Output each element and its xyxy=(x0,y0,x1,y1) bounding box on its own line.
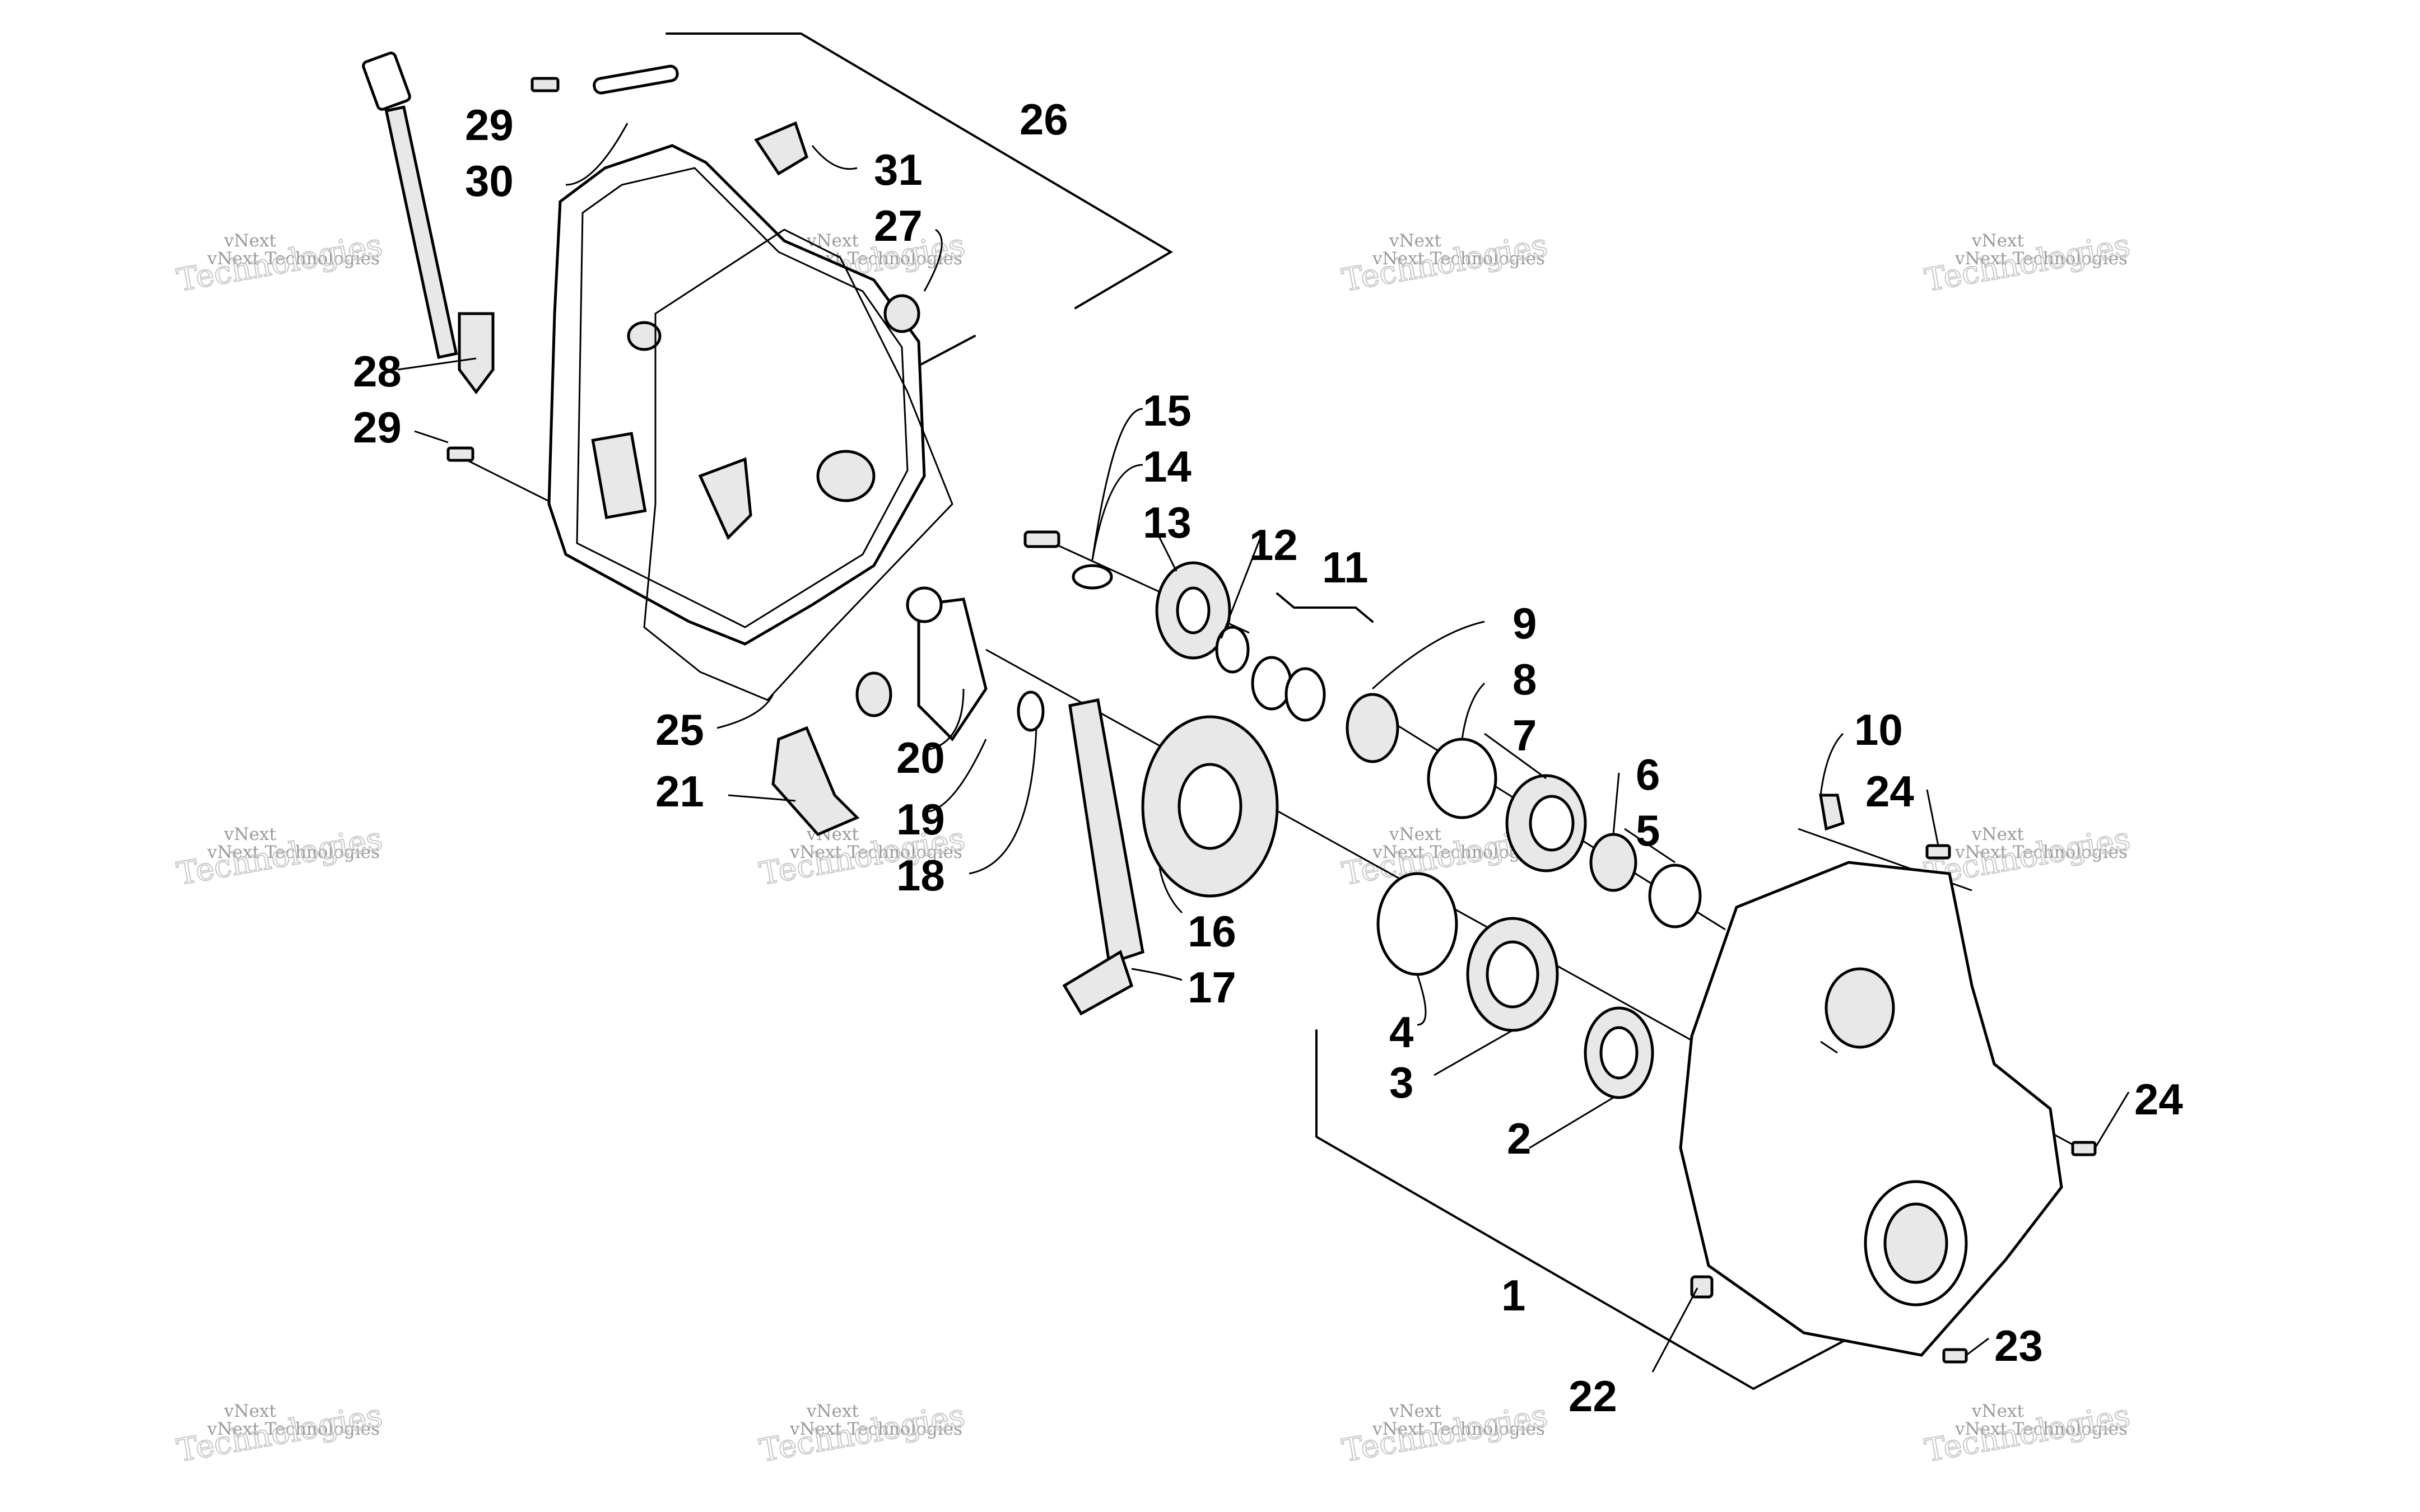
callout-6: 6 xyxy=(1636,750,1660,799)
callout-20: 20 xyxy=(896,733,945,782)
tensioner-parts xyxy=(771,586,1045,837)
watermark: vNext vNext Technologies Technologies xyxy=(174,226,385,299)
callout-9: 9 xyxy=(1513,599,1537,648)
callout-25: 25 xyxy=(655,705,704,754)
callout-23: 23 xyxy=(1994,1321,2043,1370)
svg-text:vNext: vNext xyxy=(224,231,276,251)
callout-13: 13 xyxy=(1143,498,1192,547)
callout-16: 16 xyxy=(1188,907,1236,956)
callout-15: 15 xyxy=(1143,386,1192,435)
svg-text:vNext Technologies: vNext Technologies xyxy=(207,1419,380,1439)
svg-text:Technologies: Technologies xyxy=(174,1397,385,1469)
svg-text:Technologies: Technologies xyxy=(174,820,385,892)
callout-28: 28 xyxy=(353,347,402,396)
cover-gasket xyxy=(643,228,953,701)
svg-text:Technologies: Technologies xyxy=(1922,820,2133,892)
callout-1: 1 xyxy=(1501,1271,1525,1320)
callout-26: 26 xyxy=(1020,95,1068,144)
callout-18: 18 xyxy=(896,851,945,900)
callout-24: 24 xyxy=(1865,767,1914,816)
watermark: vNext vNext Technologies Technologies xyxy=(174,820,385,893)
callout-10: 10 xyxy=(1854,705,1903,754)
callout-30: 30 xyxy=(465,156,514,206)
svg-text:vNext: vNext xyxy=(1389,824,1441,844)
svg-text:vNext: vNext xyxy=(1389,231,1441,251)
watermark: vNext vNext Technologies Technologies xyxy=(174,1397,385,1469)
callout-8: 8 xyxy=(1513,655,1537,704)
callout-17: 17 xyxy=(1188,963,1236,1012)
svg-text:vNext: vNext xyxy=(1971,824,2024,844)
small-hardware xyxy=(446,64,920,462)
leader-lines xyxy=(397,123,2130,1373)
watermark: vNext vNext Technologies Technologies xyxy=(1921,1397,2133,1469)
svg-text:vNext: vNext xyxy=(224,1401,276,1421)
svg-text:vNext: vNext xyxy=(1971,231,2024,251)
svg-text:Technologies: Technologies xyxy=(1922,227,2133,298)
callout-11: 11 xyxy=(1322,543,1368,592)
chaincase-housing xyxy=(1679,794,2097,1364)
svg-text:vNext Technologies: vNext Technologies xyxy=(1372,249,1545,269)
svg-text:Technologies: Technologies xyxy=(1339,227,1550,298)
bearings-seals xyxy=(1376,738,1702,1099)
watermark: vNext vNext Technologies Technologies xyxy=(1339,226,1551,299)
svg-text:vNext Technologies: vNext Technologies xyxy=(1372,1419,1545,1439)
callout-24: 24 xyxy=(2134,1075,2183,1124)
svg-text:vNext Technologies: vNext Technologies xyxy=(1954,1419,2128,1439)
watermark: vNext vNext Technologies Technologies xyxy=(1921,820,2133,893)
watermark: vNext vNext Technologies Technologies xyxy=(1339,1397,1551,1469)
svg-text:vNext: vNext xyxy=(1971,1401,2024,1421)
callout-2: 2 xyxy=(1507,1114,1531,1163)
svg-text:vNext Technologies: vNext Technologies xyxy=(789,842,962,862)
svg-text:Technologies: Technologies xyxy=(757,1397,967,1469)
callout-19: 19 xyxy=(896,795,945,844)
svg-text:vNext Technologies: vNext Technologies xyxy=(1954,249,2128,269)
callout-21: 21 xyxy=(655,767,704,816)
watermark: vNext vNext Technologies Technologies xyxy=(1921,226,2133,299)
callout-29: 29 xyxy=(465,100,514,150)
svg-text:vNext Technologies: vNext Technologies xyxy=(1954,842,2128,862)
svg-text:vNext: vNext xyxy=(224,824,276,844)
callouts: 1 2 3 4 5 6 7 8 9 10 11 12 13 14 15 16 1… xyxy=(353,95,2183,1421)
callout-3: 3 xyxy=(1389,1058,1413,1107)
callout-7: 7 xyxy=(1513,711,1537,760)
svg-text:Technologies: Technologies xyxy=(1339,1397,1550,1469)
svg-text:Technologies: Technologies xyxy=(1922,1397,2133,1469)
svg-text:vNext: vNext xyxy=(806,231,859,251)
drive-gears xyxy=(1023,530,1399,898)
callout-29: 29 xyxy=(353,403,402,452)
callout-27: 27 xyxy=(874,201,923,250)
svg-text:Technologies: Technologies xyxy=(174,227,385,298)
watermark: vNext vNext Technologies Technologies xyxy=(756,1397,968,1469)
svg-text:vNext Technologies: vNext Technologies xyxy=(789,1419,962,1439)
chaincase-cover xyxy=(547,144,926,646)
drive-chain xyxy=(1062,698,1144,1016)
svg-text:vNext Technologies: vNext Technologies xyxy=(207,249,380,269)
callout-5: 5 xyxy=(1636,806,1660,855)
callout-22: 22 xyxy=(1569,1371,1617,1421)
callout-4: 4 xyxy=(1389,1007,1413,1057)
svg-text:vNext: vNext xyxy=(1389,1401,1441,1421)
svg-text:vNext: vNext xyxy=(806,1401,859,1421)
callout-12: 12 xyxy=(1249,520,1298,570)
svg-text:vNext Technologies: vNext Technologies xyxy=(207,842,380,862)
callout-31: 31 xyxy=(874,145,923,194)
callout-14: 14 xyxy=(1143,442,1192,491)
